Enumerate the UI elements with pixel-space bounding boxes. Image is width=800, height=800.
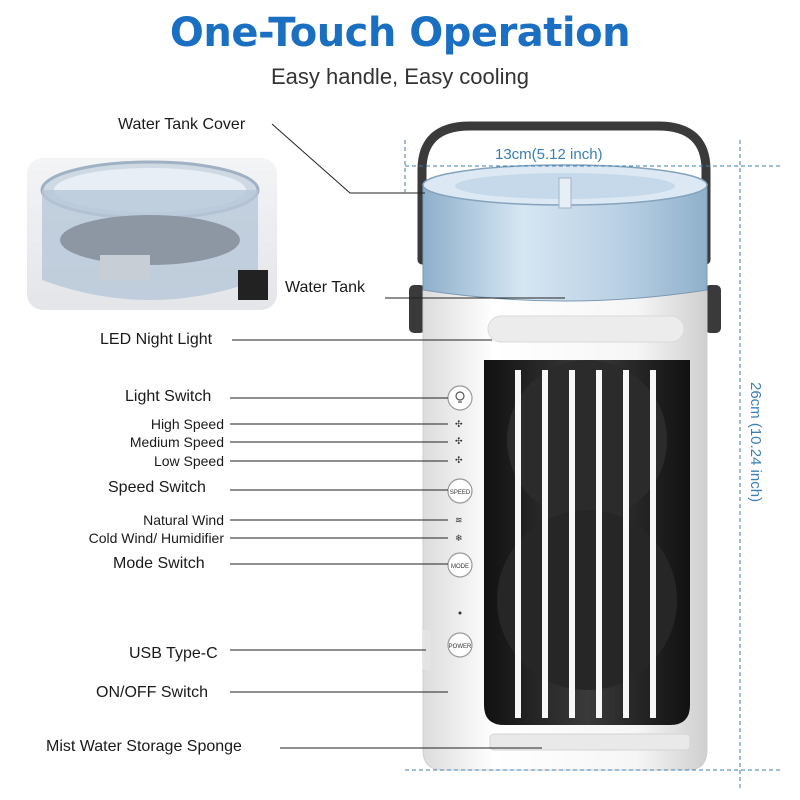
led-night-light: [487, 315, 685, 343]
label-water-tank-cover: Water Tank Cover: [118, 116, 246, 133]
label-water-tank: Water Tank: [285, 279, 366, 296]
tank-inset-image: [27, 158, 277, 310]
dimension-lines: [404, 140, 780, 790]
power-button[interactable]: [447, 632, 473, 658]
natural-wind-icon: ≋: [455, 516, 463, 526]
usb-type-c-port: [423, 630, 431, 670]
snowflake-icon: ❄: [455, 534, 463, 544]
label-mode-switch: Mode Switch: [113, 555, 205, 572]
indicator-dot: [458, 611, 462, 615]
label-on-off-switch: ON/OFF Switch: [96, 684, 209, 701]
speed-button-label: SPEED: [450, 490, 471, 496]
label-natural-wind: Natural Wind: [143, 512, 224, 528]
label-medium-speed: Medium Speed: [129, 434, 224, 450]
power-button-label: POWER: [449, 644, 472, 650]
light-bulb-icon: [455, 391, 465, 401]
label-high-speed: High Speed: [150, 416, 224, 432]
speed-indicator-icons: ✣ ✣ ✣ ≋ ❄: [455, 420, 463, 544]
label-mist-sponge: Mist Water Storage Sponge: [46, 738, 242, 755]
medium-speed-icon: ✣: [455, 437, 463, 447]
label-light-switch: Light Switch: [125, 388, 212, 405]
width-dimension: 13cm(5.12 inch): [495, 146, 603, 163]
carry-handle: [417, 121, 711, 265]
height-dimension: 26cm (10.24 inch): [747, 382, 764, 503]
leader-lines: [230, 123, 565, 749]
handle-clip-left: [409, 285, 425, 333]
mode-switch-button[interactable]: [447, 552, 473, 578]
label-cold-wind: Cold Wind/ Humidifier: [88, 530, 224, 546]
page-subtitle: Easy handle, Easy cooling: [270, 64, 530, 89]
label-usb-type-c: USB Type-C: [129, 645, 218, 662]
page-title: One-Touch Operation: [169, 10, 631, 56]
light-switch-button[interactable]: [447, 385, 473, 411]
label-speed-switch: Speed Switch: [108, 479, 206, 496]
speed-switch-button[interactable]: [447, 478, 473, 504]
water-tank: [422, 184, 708, 302]
mode-button-label: MODE: [451, 564, 469, 570]
low-speed-icon: ✣: [455, 456, 463, 466]
label-low-speed: Low Speed: [153, 453, 224, 469]
mist-sponge-slot: [489, 733, 691, 751]
label-led-night-light: LED Night Light: [100, 331, 213, 348]
handle-clip-right: [705, 285, 721, 333]
high-speed-icon: ✣: [455, 420, 463, 430]
